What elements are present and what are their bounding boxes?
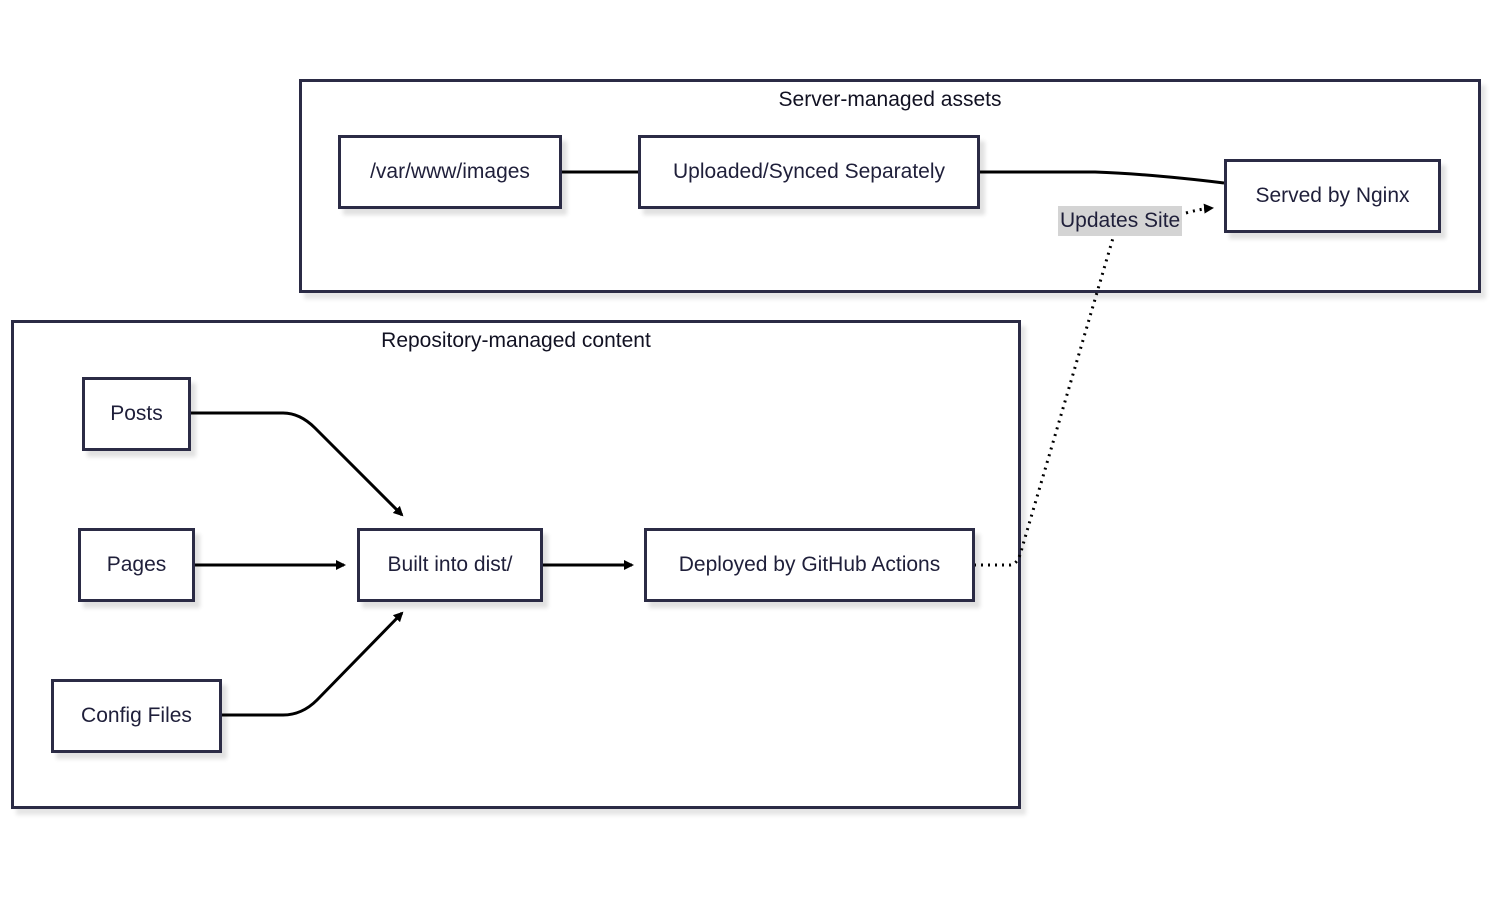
- edge-uploaded-to-nginx: [979, 170, 1225, 185]
- group-title-repo: Repository-managed content: [381, 329, 651, 352]
- node-deployed-by-github-actions[interactable]: Deployed by GitHub Actions: [644, 528, 975, 602]
- node-served-by-nginx[interactable]: Served by Nginx: [1224, 159, 1441, 233]
- node-var-www-images[interactable]: /var/www/images: [338, 135, 562, 209]
- node-config-files[interactable]: Config Files: [51, 679, 222, 753]
- edge-label-updates-site: Updates Site: [1058, 206, 1183, 236]
- node-uploaded-synced-separately[interactable]: Uploaded/Synced Separately: [638, 135, 980, 209]
- edge-config-to-built: [221, 611, 404, 717]
- node-posts[interactable]: Posts: [82, 377, 191, 451]
- node-built-into-dist[interactable]: Built into dist/: [357, 528, 543, 602]
- edge-deployed-to-nginx: [974, 208, 1212, 567]
- edge-posts-to-built: [190, 411, 404, 517]
- node-pages[interactable]: Pages: [78, 528, 195, 602]
- group-title-server: Server-managed assets: [778, 88, 1002, 111]
